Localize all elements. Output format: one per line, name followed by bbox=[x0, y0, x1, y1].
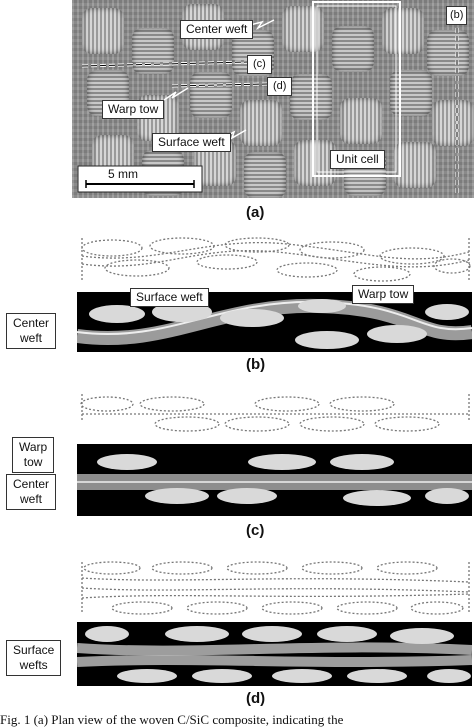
label-d-surface-line1: Surface bbox=[13, 643, 55, 657]
panel-a-letter: (a) bbox=[246, 204, 265, 221]
schematic-c bbox=[80, 394, 470, 432]
label-b-center-weft-line2: weft bbox=[20, 331, 43, 345]
schematic-b bbox=[81, 237, 471, 282]
ct-b-tows bbox=[77, 298, 472, 349]
label-c-warp-line2: tow bbox=[23, 455, 43, 469]
figure-caption: Fig. 1 (a) Plan view of the woven C/SiC … bbox=[0, 712, 344, 727]
label-center-weft: Center weft bbox=[180, 20, 254, 39]
label-unit-cell: Unit cell bbox=[330, 150, 385, 169]
label-b-surface-weft: Surface weft bbox=[130, 288, 209, 307]
label-b-center-weft: Center weft bbox=[6, 313, 57, 349]
label-surface-weft: Surface weft bbox=[152, 133, 231, 152]
ct-section-c bbox=[77, 444, 472, 516]
panel-c-letter: (c) bbox=[246, 522, 265, 539]
label-c-center-weft: Center weft bbox=[6, 474, 57, 510]
panel-d-letter: (d) bbox=[246, 690, 266, 707]
label-d-surface-wefts: Surface wefts bbox=[6, 640, 62, 676]
label-c-center-line2: weft bbox=[20, 492, 43, 506]
ct-section-d bbox=[77, 622, 472, 686]
label-c-center-line1: Center bbox=[13, 477, 50, 491]
scale-bar-label: 5 mm bbox=[108, 167, 138, 181]
schematic-d bbox=[81, 561, 470, 615]
label-section-b: (b) bbox=[446, 6, 468, 25]
label-warp-tow: Warp tow bbox=[102, 100, 165, 119]
section-lines bbox=[77, 1, 459, 196]
panel-b-letter: (b) bbox=[246, 356, 266, 373]
label-c-warp-line1: Warp bbox=[19, 440, 48, 454]
label-d-surface-line2: wefts bbox=[19, 658, 48, 672]
label-section-c: (c) bbox=[247, 55, 272, 74]
label-b-warp-tow: Warp tow bbox=[352, 285, 415, 304]
label-b-center-weft-line1: Center bbox=[13, 316, 50, 330]
ct-c-tows bbox=[77, 454, 472, 506]
ct-d-tows bbox=[77, 626, 472, 683]
label-section-d: (d) bbox=[267, 77, 293, 96]
label-c-warp-tow: Warp tow bbox=[12, 437, 55, 473]
